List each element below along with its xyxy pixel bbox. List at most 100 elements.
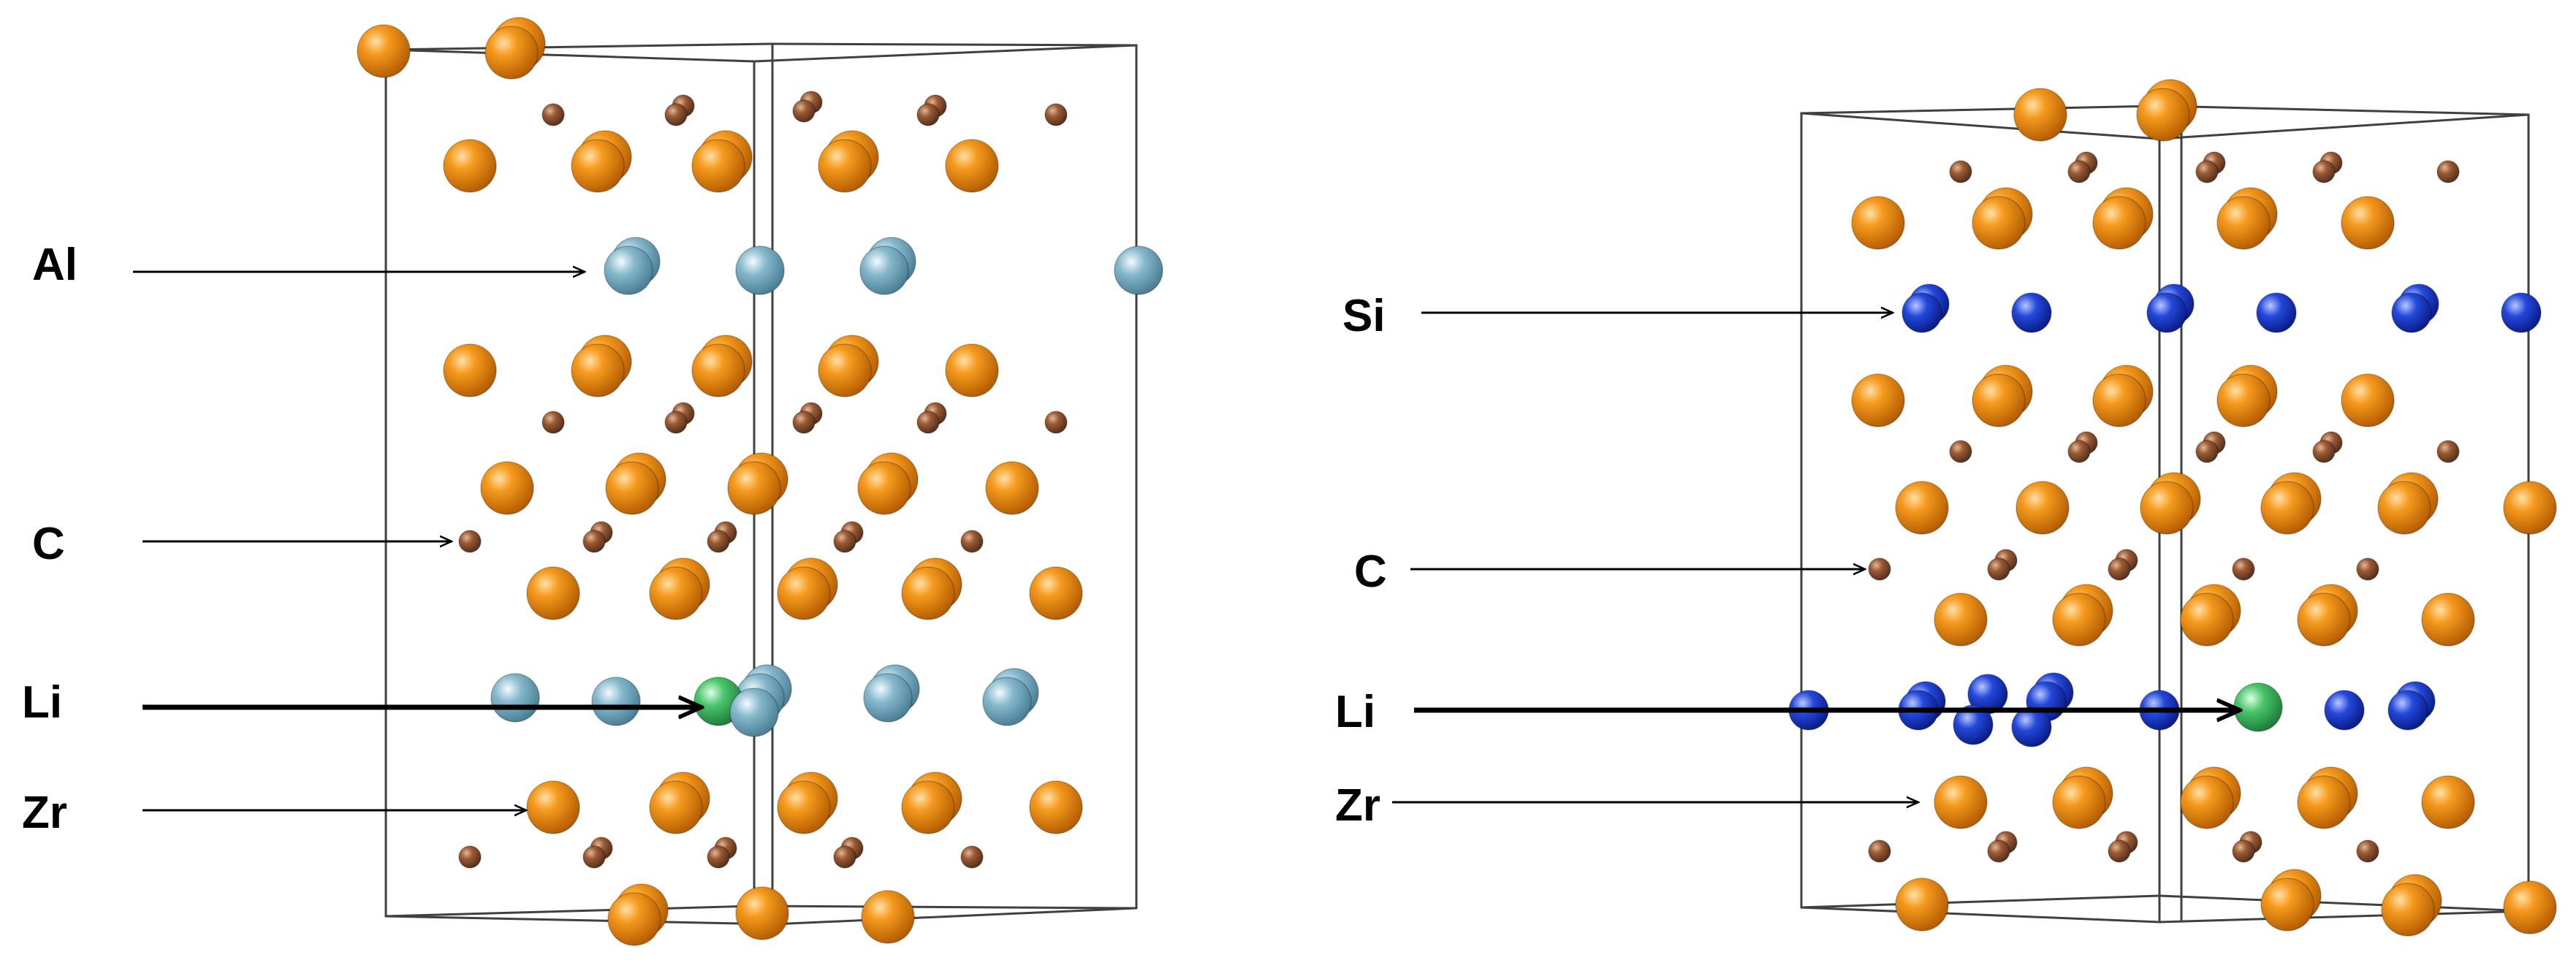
left-atom-c — [542, 103, 565, 126]
left-atom-zr — [607, 892, 661, 946]
left-atom-zr — [485, 26, 539, 80]
right-atom-zr — [2503, 880, 2557, 934]
right-atom-zr — [2381, 883, 2435, 937]
left-atom-c — [707, 845, 730, 869]
left-label-li: Li — [22, 677, 702, 728]
left-label-zr: Zr — [22, 788, 526, 838]
left-atom-zr — [818, 343, 872, 397]
left-atom-c — [458, 530, 482, 553]
left-atom-c — [833, 530, 856, 553]
right-atom-c — [2195, 160, 2219, 183]
right-atom-zr — [1895, 877, 1949, 932]
left-atom-al — [735, 245, 785, 295]
right-atom-c — [2436, 440, 2460, 463]
right-atom-zr — [1934, 593, 1988, 647]
right-atom-c — [1949, 440, 1972, 463]
right-atom-zr — [2015, 481, 2070, 535]
right-atom-si — [2256, 292, 2297, 333]
right-atom-zr — [1934, 775, 1988, 829]
right-atom-c — [2232, 557, 2255, 581]
right-structure-panel: Si C Li Zr — [1335, 79, 2557, 937]
right-label-c-text: C — [1354, 547, 1387, 597]
left-label-c: C — [32, 519, 452, 569]
left-atom-al — [1114, 245, 1163, 295]
right-atom-c — [1868, 839, 1891, 863]
left-atom-c — [1044, 411, 1068, 434]
right-atom-zr — [2297, 593, 2351, 647]
left-atom-zr — [691, 139, 745, 193]
left-atom-zr — [901, 780, 955, 834]
left-atom-zr — [945, 139, 999, 193]
left-atom-zr — [649, 780, 703, 834]
right-atom-zr — [2421, 593, 2475, 647]
right-atom-zr — [2421, 775, 2475, 829]
right-atom-zr — [2341, 373, 2395, 427]
left-atom-zr — [571, 139, 625, 193]
left-label-al-text: Al — [32, 240, 77, 290]
right-atom-c — [1987, 839, 2010, 863]
left-atom-al — [729, 688, 779, 737]
right-atom-zr — [1972, 196, 2026, 250]
right-atom-c — [1949, 160, 1972, 183]
right-atom-si — [2387, 690, 2428, 731]
right-atom-zr — [2216, 196, 2271, 250]
right-atom-si — [2324, 690, 2365, 731]
left-atom-c — [916, 103, 940, 126]
right-atom-si — [1953, 704, 1994, 745]
right-atom-c — [2195, 440, 2219, 463]
right-atom-zr — [2180, 593, 2234, 647]
right-atom-c — [2356, 557, 2379, 581]
right-label-li: Li — [1335, 687, 2240, 737]
left-label-li-text: Li — [22, 677, 62, 728]
right-atom-c — [2356, 839, 2379, 863]
right-atom-zr — [2052, 593, 2106, 647]
right-label-c: C — [1354, 547, 1865, 597]
right-atom-zr — [2297, 775, 2351, 829]
right-atom-c — [2067, 440, 2091, 463]
right-atom-zr — [2260, 877, 2314, 932]
right-atom-zr — [1972, 373, 2026, 427]
right-label-zr: Zr — [1335, 780, 1918, 831]
right-atom-si — [2501, 292, 2542, 333]
left-label-c-text: C — [32, 519, 65, 569]
right-atom-zr — [2180, 775, 2234, 829]
right-label-si: Si — [1342, 291, 1893, 341]
left-atom-zr — [727, 461, 781, 515]
left-atom-c — [707, 530, 730, 553]
left-atom-zr — [691, 343, 745, 397]
right-label-zr-text: Zr — [1335, 780, 1380, 831]
right-atom-zr — [1851, 196, 1905, 250]
right-atom-c — [2436, 160, 2460, 183]
right-atom-c — [2067, 160, 2091, 183]
left-atom-al — [604, 245, 653, 295]
left-atom-zr — [901, 566, 955, 620]
right-label-si-text: Si — [1342, 291, 1386, 341]
left-atom-al — [982, 677, 1032, 726]
left-atom-c — [582, 845, 606, 869]
right-atom-zr — [2136, 88, 2190, 142]
right-atom-c — [2312, 440, 2336, 463]
right-atom-li — [2233, 682, 2283, 732]
left-atom-al — [490, 673, 540, 723]
right-atom-si — [2011, 292, 2052, 333]
left-atom-c — [960, 530, 984, 553]
right-atom-zr — [2216, 373, 2271, 427]
right-atom-zr — [1895, 481, 1949, 535]
right-atoms — [1788, 79, 2557, 937]
left-atom-c — [833, 845, 856, 869]
left-atom-al — [591, 677, 641, 726]
left-atom-zr — [357, 24, 411, 78]
left-atom-c — [916, 411, 940, 434]
left-atom-c — [458, 845, 482, 869]
left-atom-zr — [1029, 566, 1083, 620]
left-atom-zr — [480, 461, 534, 515]
right-atom-c — [1868, 557, 1891, 581]
left-atom-zr — [649, 566, 703, 620]
right-label-li-text: Li — [1335, 687, 1375, 737]
right-atom-si — [1901, 292, 1942, 333]
left-label-zr-text: Zr — [22, 788, 67, 838]
left-atom-zr — [443, 343, 497, 397]
right-atom-zr — [2260, 481, 2314, 535]
left-atom-c — [792, 411, 816, 434]
